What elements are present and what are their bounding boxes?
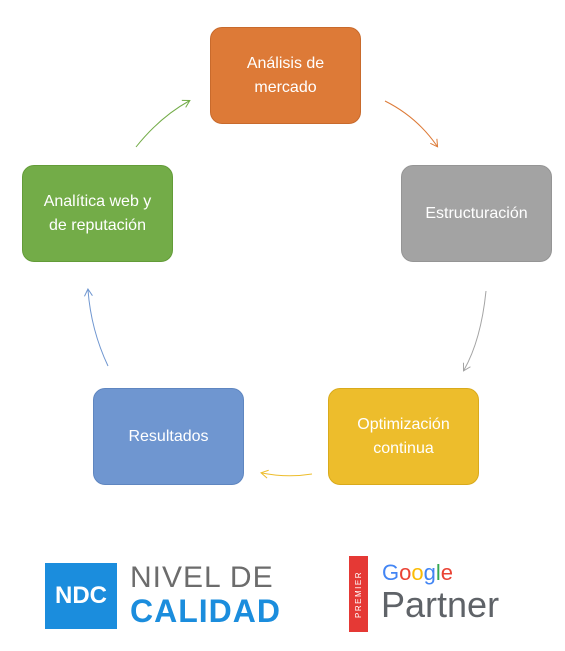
arrow-analitica-to-analisis [135,99,191,148]
google-letter: o [411,560,424,585]
arrow-resultados-to-analitica [84,287,109,367]
google-letter: G [382,560,400,585]
ndc-logo-box: NDC [45,563,117,629]
arrow-analisis-to-estructuracion [384,100,439,148]
google-letter: o [399,560,412,585]
node-analitica-web: Analítica web y de reputación [22,165,173,262]
google-premier-partner-logo: PREMIER Google Partner [349,556,529,632]
ndc-logo-line1: NIVEL DE [130,561,274,594]
ndc-nivel-de-calidad-logo: NDC NIVEL DE CALIDAD [45,561,295,629]
node-resultados: Resultados [93,388,244,485]
node-analisis-de-mercado: Análisis de mercado [210,27,361,124]
node-optimizacion-continua: Optimización continua [328,388,479,485]
ndc-logo-line2: CALIDAD [130,593,281,629]
partner-wordmark: Partner [381,584,500,625]
node-estructuracion: Estructuración [401,165,552,262]
arrow-estructuracion-to-optimizacion [462,290,487,372]
google-letter: l [435,560,441,585]
premier-label: PREMIER [354,570,364,618]
premier-badge: PREMIER [349,556,368,632]
arrow-optimizacion-to-resultados [260,469,313,479]
google-letter: g [423,560,436,585]
google-wordmark: Google [382,560,453,586]
google-letter: e [440,560,454,585]
